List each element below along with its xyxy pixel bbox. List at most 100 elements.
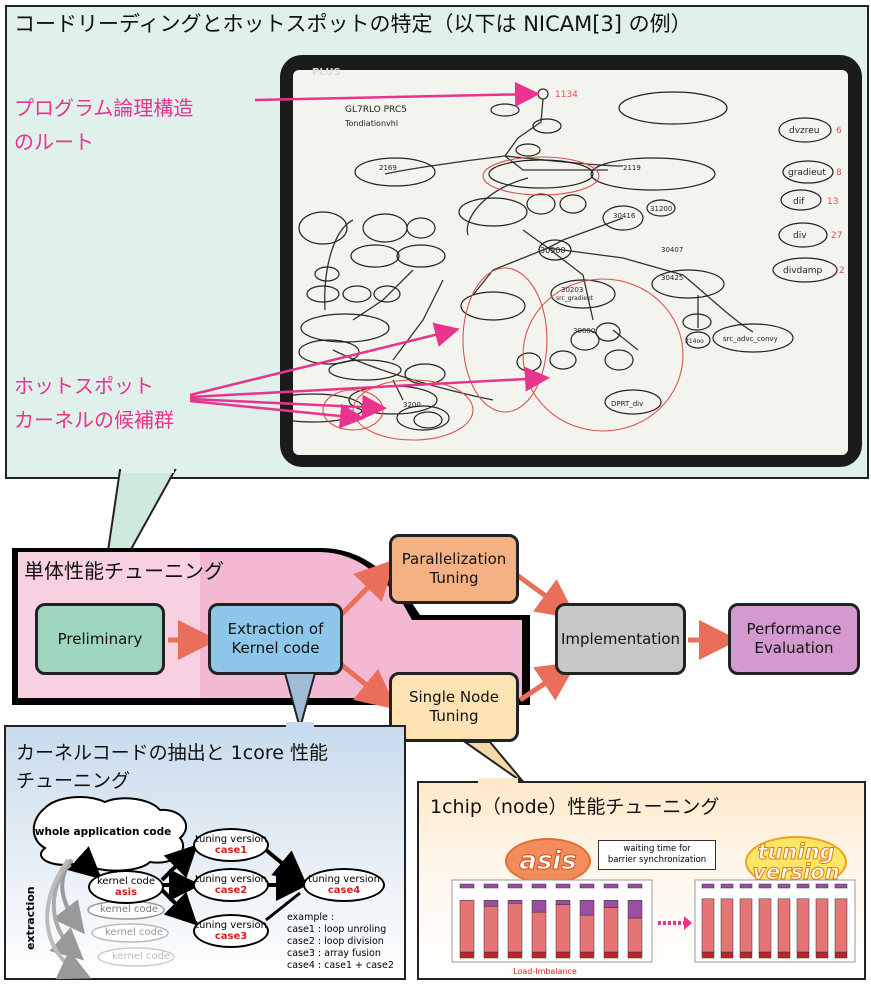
kernel-ghost-1: kernel code	[100, 904, 159, 915]
tuned-bar-red	[796, 898, 810, 953]
asis-bar-cap	[507, 883, 523, 889]
preliminary-box: Preliminary	[35, 603, 165, 675]
whiteboard-handwriting: GL7RLO PRC5 Tondiationvhl 1134 dvzreu gr…	[344, 90, 845, 409]
asis-bar-base	[483, 951, 499, 959]
svg-text:30416: 30416	[613, 212, 636, 220]
hotspot-label-line2: カーネルの候補群	[14, 408, 174, 432]
svg-text:GL7RLO PRC5: GL7RLO PRC5	[345, 105, 407, 115]
asis-bar-cap	[459, 883, 475, 889]
preliminary-label: Preliminary	[57, 629, 143, 648]
tuned-bar-red	[739, 898, 753, 953]
svg-text:gradieut: gradieut	[788, 168, 826, 178]
tuned-bar-cap	[701, 883, 715, 889]
whiteboard-brand: PLUS	[312, 67, 341, 78]
kernel-ghost-2: kernel code	[105, 927, 164, 938]
tuned-bar-base	[758, 951, 772, 959]
tuned-bar-base	[834, 951, 848, 959]
svg-text:8: 8	[836, 168, 842, 178]
tuning-case3-node: tuning version case3	[193, 914, 269, 948]
svg-text:27: 27	[831, 231, 842, 241]
svg-text:30600: 30600	[573, 327, 595, 335]
asis-bars	[459, 883, 643, 959]
asis-badge: asis	[505, 838, 591, 884]
svg-text:31200: 31200	[650, 205, 672, 213]
parallelization-label-1: Parallelization	[401, 550, 507, 569]
asis-bar-base	[459, 951, 475, 959]
svg-text:div: div	[793, 231, 807, 241]
implementation-label: Implementation	[560, 629, 681, 648]
svg-text:314oo: 314oo	[685, 338, 704, 345]
extraction-label-2: Kernel code	[231, 639, 320, 657]
hotspot-arrow-4	[189, 399, 365, 429]
svg-text:3200: 3200	[403, 401, 421, 409]
asis-bar-red	[459, 900, 475, 953]
asis-bar-red	[579, 914, 595, 953]
hotspot-arrow-1	[189, 322, 460, 397]
tuning-case4-node: tuning version case4	[303, 868, 385, 902]
tuned-bar-red	[758, 898, 772, 953]
asis-chart-area	[451, 879, 653, 963]
asis-bar-red	[555, 904, 571, 953]
svg-text:6: 6	[836, 126, 842, 136]
svg-text:dvzreu: dvzreu	[789, 126, 820, 136]
asis-bar-red	[603, 907, 619, 953]
asis-bar-red	[531, 911, 547, 953]
tuned-bar-red	[834, 898, 848, 953]
asis-bar-purple	[579, 900, 595, 916]
asis-bar-red	[627, 917, 643, 953]
tuned-bar-cap	[739, 883, 753, 889]
root-label-line2: のルート	[14, 130, 94, 154]
svg-text:divdamp: divdamp	[783, 266, 823, 276]
asis-bar-purple	[603, 900, 619, 908]
asis-bar-cap	[555, 883, 571, 889]
arrow-parallel-impl	[508, 567, 578, 619]
performance-label-2: Evaluation	[754, 639, 834, 657]
extraction-label-1: Extraction of	[227, 620, 324, 639]
load-imbalance-label: Load-Imbalance	[513, 967, 577, 976]
chip-panel-title: 1chip（node）性能チューニング	[430, 796, 720, 818]
kernel-panel-title-1: カーネルコードの抽出と 1core 性能	[16, 742, 328, 764]
asis-bar-base	[627, 951, 643, 959]
svg-text:2: 2	[839, 266, 845, 276]
tuned-bar-base	[777, 951, 791, 959]
tuned-bar-red	[815, 898, 829, 953]
waiting-callout: waiting time for barrier synchronization	[598, 840, 716, 870]
tuned-bar-base	[815, 951, 829, 959]
tuned-bar-red	[777, 898, 791, 953]
tuned-bar-cap	[796, 883, 810, 889]
performance-label-1: Performance	[746, 620, 842, 639]
tuning-case1-node: tuning version case1	[193, 828, 269, 862]
parallelization-box: Parallelization Tuning	[389, 534, 519, 604]
svg-text:src_gradient: src_gradient	[556, 295, 594, 302]
tuned-bar-base	[720, 951, 734, 959]
svg-text:13: 13	[827, 197, 838, 207]
arrow-extract-parallel	[336, 559, 396, 620]
svg-text:Tondiationvhl: Tondiationvhl	[344, 119, 398, 128]
extraction-box: Extraction of Kernel code	[208, 603, 343, 675]
svg-text:30425: 30425	[661, 274, 683, 282]
tuned-bar-base	[701, 951, 715, 959]
root-arrow	[254, 81, 540, 107]
kernel-ghost-3: kernel code	[112, 951, 171, 962]
asis-bar-base	[603, 951, 619, 959]
asis-bar-purple	[531, 900, 547, 913]
asis-bar-red	[507, 902, 523, 953]
single-node-label-1: Single Node	[408, 688, 500, 707]
asis-bar-base	[579, 951, 595, 959]
whole-app-label: whole application code	[34, 826, 172, 839]
asis-bar-base	[531, 951, 547, 959]
asis-bar-purple	[555, 900, 571, 905]
svg-text:1134: 1134	[555, 90, 578, 100]
tuned-bar-cap	[834, 883, 848, 889]
whiteboard-photo: GL7RLO PRC5 Tondiationvhl 1134 dvzreu gr…	[293, 70, 848, 455]
single-node-label-2: Tuning	[429, 707, 479, 725]
svg-text:30900: 30900	[540, 246, 565, 255]
tuning-version-badge: tuning version	[745, 836, 847, 888]
asis-bar-cap	[627, 883, 643, 889]
tuned-bar-base	[739, 951, 753, 959]
root-label-line1: プログラム論理構造	[14, 96, 194, 120]
kernel-asis-node: kernel code asis	[88, 870, 164, 904]
tuned-bar-cap	[815, 883, 829, 889]
